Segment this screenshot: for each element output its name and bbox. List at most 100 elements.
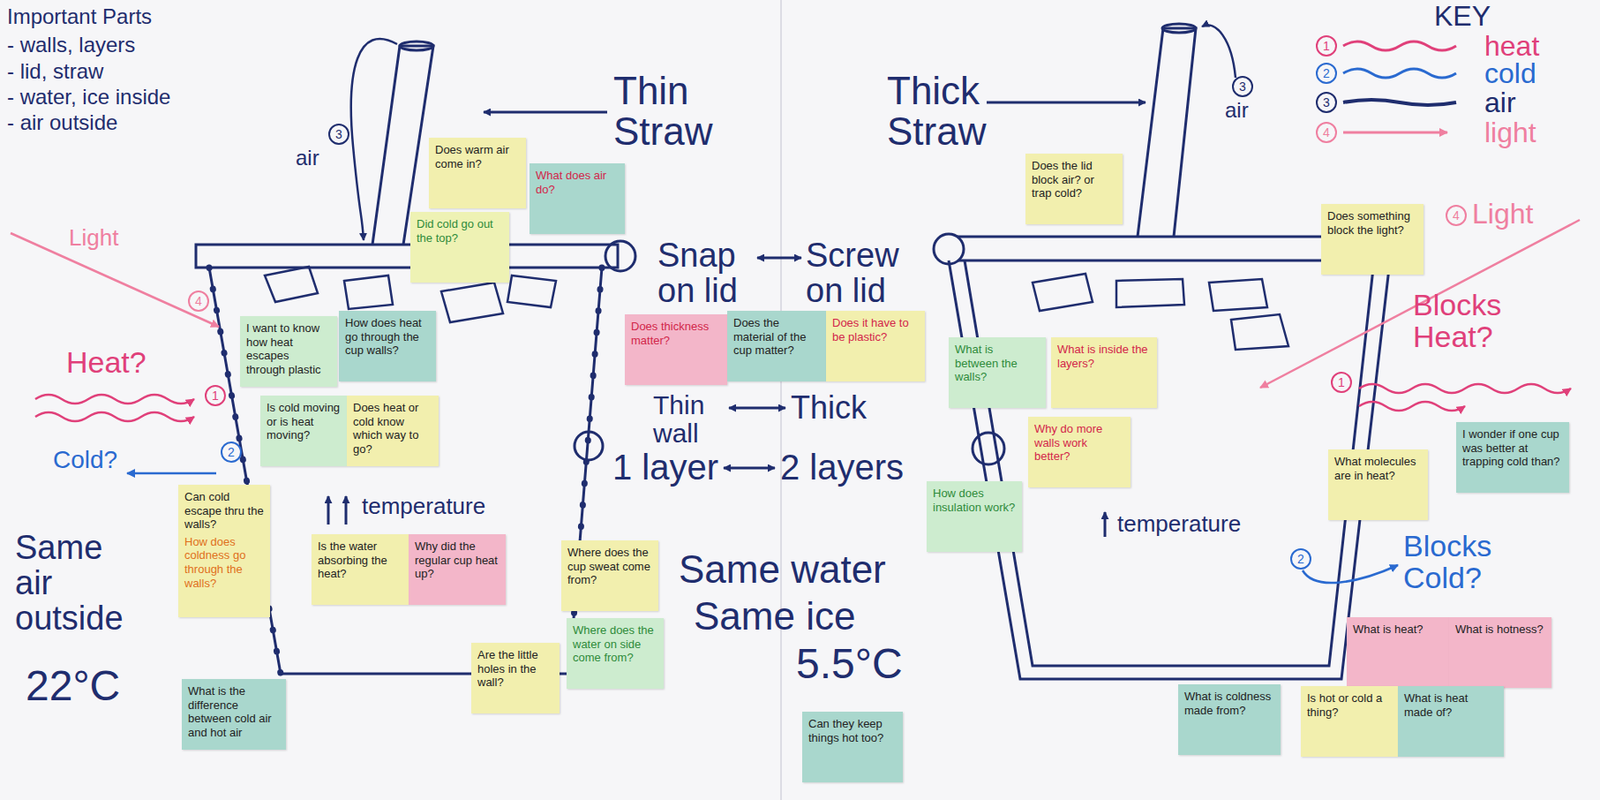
sticky-note: Is hot or cold a thing?	[1300, 685, 1398, 757]
ice-cube	[1231, 314, 1289, 350]
ice-cube	[1116, 278, 1185, 308]
note-text: What does air do?	[535, 168, 619, 196]
note-text: Does thickness matter?	[630, 319, 722, 347]
wall-holes	[569, 267, 602, 674]
sticky-note: Are the little holes in the wall?	[471, 642, 560, 714]
cold-arrow	[127, 472, 217, 475]
handwritten-label: Thin wall	[653, 390, 724, 447]
handwritten-label: Heat?	[66, 346, 147, 379]
handwritten-label: 1 layer	[612, 448, 719, 486]
handwritten-label: - water, ice inside	[7, 85, 171, 108]
inner-wall	[964, 260, 1375, 666]
callout-number: 3	[1315, 91, 1338, 113]
handwritten-label: 5.5°C	[796, 641, 903, 686]
note-text: Did cold go out the top?	[416, 217, 504, 245]
note-text: Is hot or cold a thing?	[1307, 691, 1392, 719]
straw-opening	[1162, 23, 1196, 33]
lid-marker	[605, 240, 636, 271]
legend-sample	[1343, 99, 1457, 106]
sticky-note: What is between the walls?	[948, 337, 1046, 408]
handwritten-label: Snap on lid	[657, 238, 757, 309]
handwritten-label: Same air outside	[15, 530, 135, 637]
sticky-note: Why do more walls work better?	[1028, 416, 1131, 488]
legend-label: light	[1484, 118, 1537, 147]
handwritten-label: air	[295, 146, 320, 169]
handwritten-label: Light	[68, 225, 119, 250]
note-text: Why do more walls work better?	[1034, 421, 1125, 464]
legend-sample	[1343, 68, 1457, 78]
air-arrow	[1201, 24, 1236, 78]
sticky-note: Does thickness matter?	[624, 314, 728, 385]
sticky-note: Can cold escape thru the walls?How does …	[178, 484, 271, 617]
sticky-note: Did cold go out the top?	[410, 211, 510, 283]
handwritten-label: - walls, layers	[7, 33, 136, 56]
note-text: Does warm air come in?	[435, 142, 520, 171]
handwritten-label: Thin Straw	[613, 70, 737, 152]
handwritten-label: Cold?	[52, 446, 118, 473]
pointer-arrow	[483, 111, 608, 114]
handwritten-label: Important Parts	[7, 5, 152, 28]
sticky-note: What is heat?	[1346, 616, 1450, 688]
sticky-note: Does heat or cold know which way to go?	[346, 395, 439, 466]
snap-lid	[195, 244, 618, 268]
callout-number: 3	[1231, 75, 1254, 98]
temperature-arrow	[345, 495, 348, 525]
heat-wave	[35, 412, 195, 421]
sticky-note: Can they keep things hot too?	[802, 711, 903, 782]
wall-marker	[972, 432, 1005, 465]
handwritten-label: temperature	[361, 494, 486, 519]
compare-arrow	[728, 406, 786, 410]
handwritten-label: Light	[1472, 199, 1533, 230]
sticky-note: Where does the water on side come from?	[566, 617, 664, 689]
handwritten-label: 2 layers	[780, 448, 904, 486]
note-text: How does heat go through the cup walls?	[345, 315, 430, 358]
ice-cube	[264, 266, 318, 302]
note-text: How does insulation work?	[932, 486, 1016, 514]
note-text: What is heat made of?	[1404, 691, 1498, 719]
sticky-note: Does the material of the cup matter?	[727, 310, 827, 382]
sticky-note: What does air do?	[529, 163, 625, 234]
sticky-note: What is heat made of?	[1397, 685, 1504, 757]
handwritten-label: Thick	[790, 390, 867, 425]
sticky-note: Does warm air come in?	[428, 137, 526, 209]
callout-number: 1	[1330, 371, 1353, 393]
sticky-note: What is hotness?	[1449, 616, 1552, 688]
handwritten-label: Blocks Heat?	[1412, 289, 1546, 353]
note-text: Does the lid block air? or trap cold?	[1031, 158, 1117, 201]
wall-marker	[574, 431, 603, 460]
sticky-note: Is the water absorbing the heat?	[311, 533, 409, 605]
heat-wave	[1359, 383, 1571, 393]
handwritten-label: Screw on lid	[805, 238, 914, 309]
straw-opening	[399, 41, 434, 51]
note-text: What is between the walls?	[954, 342, 1040, 384]
note-text: Does it have to be plastic?	[832, 315, 919, 344]
note-text: Is cold moving or is heat moving?	[266, 400, 341, 443]
sticky-note: I wonder if one cup was better at trappi…	[1456, 421, 1570, 493]
handwritten-label: Same water	[678, 548, 887, 590]
air-arrow	[351, 38, 398, 241]
sticky-note: What is inside the layers?	[1051, 337, 1157, 408]
sticky-note: How does heat go through the cup walls?	[338, 310, 436, 382]
legend-sample	[1343, 131, 1448, 135]
paper-seam	[780, 0, 782, 800]
callout-number: 2	[1315, 62, 1338, 84]
callout-number: 3	[328, 123, 350, 145]
sticky-note: I want to know how heat escapes through …	[240, 315, 338, 387]
sticky-note: What is the difference between cold air …	[181, 678, 286, 750]
note-text: Why did the regular cup heat up?	[414, 539, 500, 581]
sticky-note: Is cold moving or is heat moving?	[260, 395, 347, 466]
note-text: Does heat or cold know which way to go?	[353, 400, 433, 456]
note-text: Can cold escape thru the walls?	[184, 489, 264, 532]
sticky-note: Does it have to be plastic?	[826, 310, 925, 382]
ice-cube	[1032, 273, 1093, 311]
sticky-note: What molecules are in heat?	[1328, 449, 1428, 520]
note-text: I want to know how heat escapes through …	[246, 321, 331, 376]
note-text: Is the water absorbing the heat?	[317, 539, 403, 581]
ice-cube	[344, 275, 393, 309]
temperature-arrow	[1104, 511, 1107, 537]
cold-arrow	[1302, 564, 1398, 583]
note-text: Are the little holes in the wall?	[477, 647, 554, 690]
handwritten-label: Blocks Cold?	[1403, 530, 1536, 594]
callout-number: 4	[1445, 204, 1467, 226]
